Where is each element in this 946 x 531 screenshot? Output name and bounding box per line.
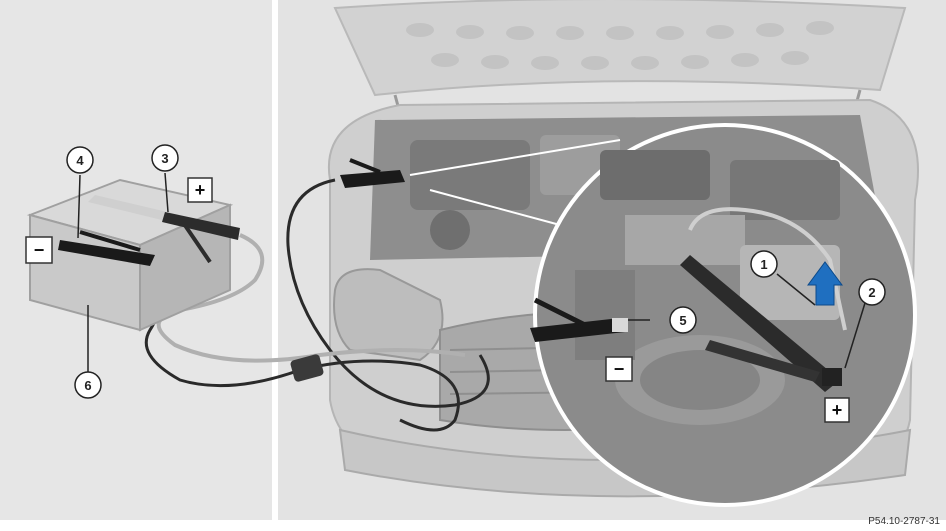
left-plus-sign: + <box>188 178 212 202</box>
svg-text:6: 6 <box>84 378 91 393</box>
figure-code: P54.10-2787-31 <box>868 516 940 527</box>
svg-text:+: + <box>832 400 843 420</box>
svg-text:−: − <box>614 359 625 379</box>
callout-6: 6 <box>75 372 101 398</box>
svg-text:3: 3 <box>161 151 168 166</box>
svg-text:5: 5 <box>679 313 686 328</box>
svg-text:2: 2 <box>868 285 875 300</box>
svg-text:1: 1 <box>760 257 767 272</box>
right-plus-sign: + <box>825 398 849 422</box>
svg-text:+: + <box>195 180 206 200</box>
callout-3: 3 <box>152 145 178 171</box>
svg-text:−: − <box>34 240 45 260</box>
callout-5: 5 <box>670 307 696 333</box>
open-hood <box>335 0 905 95</box>
svg-text:4: 4 <box>76 153 84 168</box>
right-minus-sign: − <box>606 357 632 381</box>
left-minus-sign: − <box>26 237 52 263</box>
callout-1: 1 <box>751 251 777 277</box>
panel-divider <box>272 0 278 531</box>
callout-4: 4 <box>67 147 93 173</box>
callout-2: 2 <box>859 279 885 305</box>
